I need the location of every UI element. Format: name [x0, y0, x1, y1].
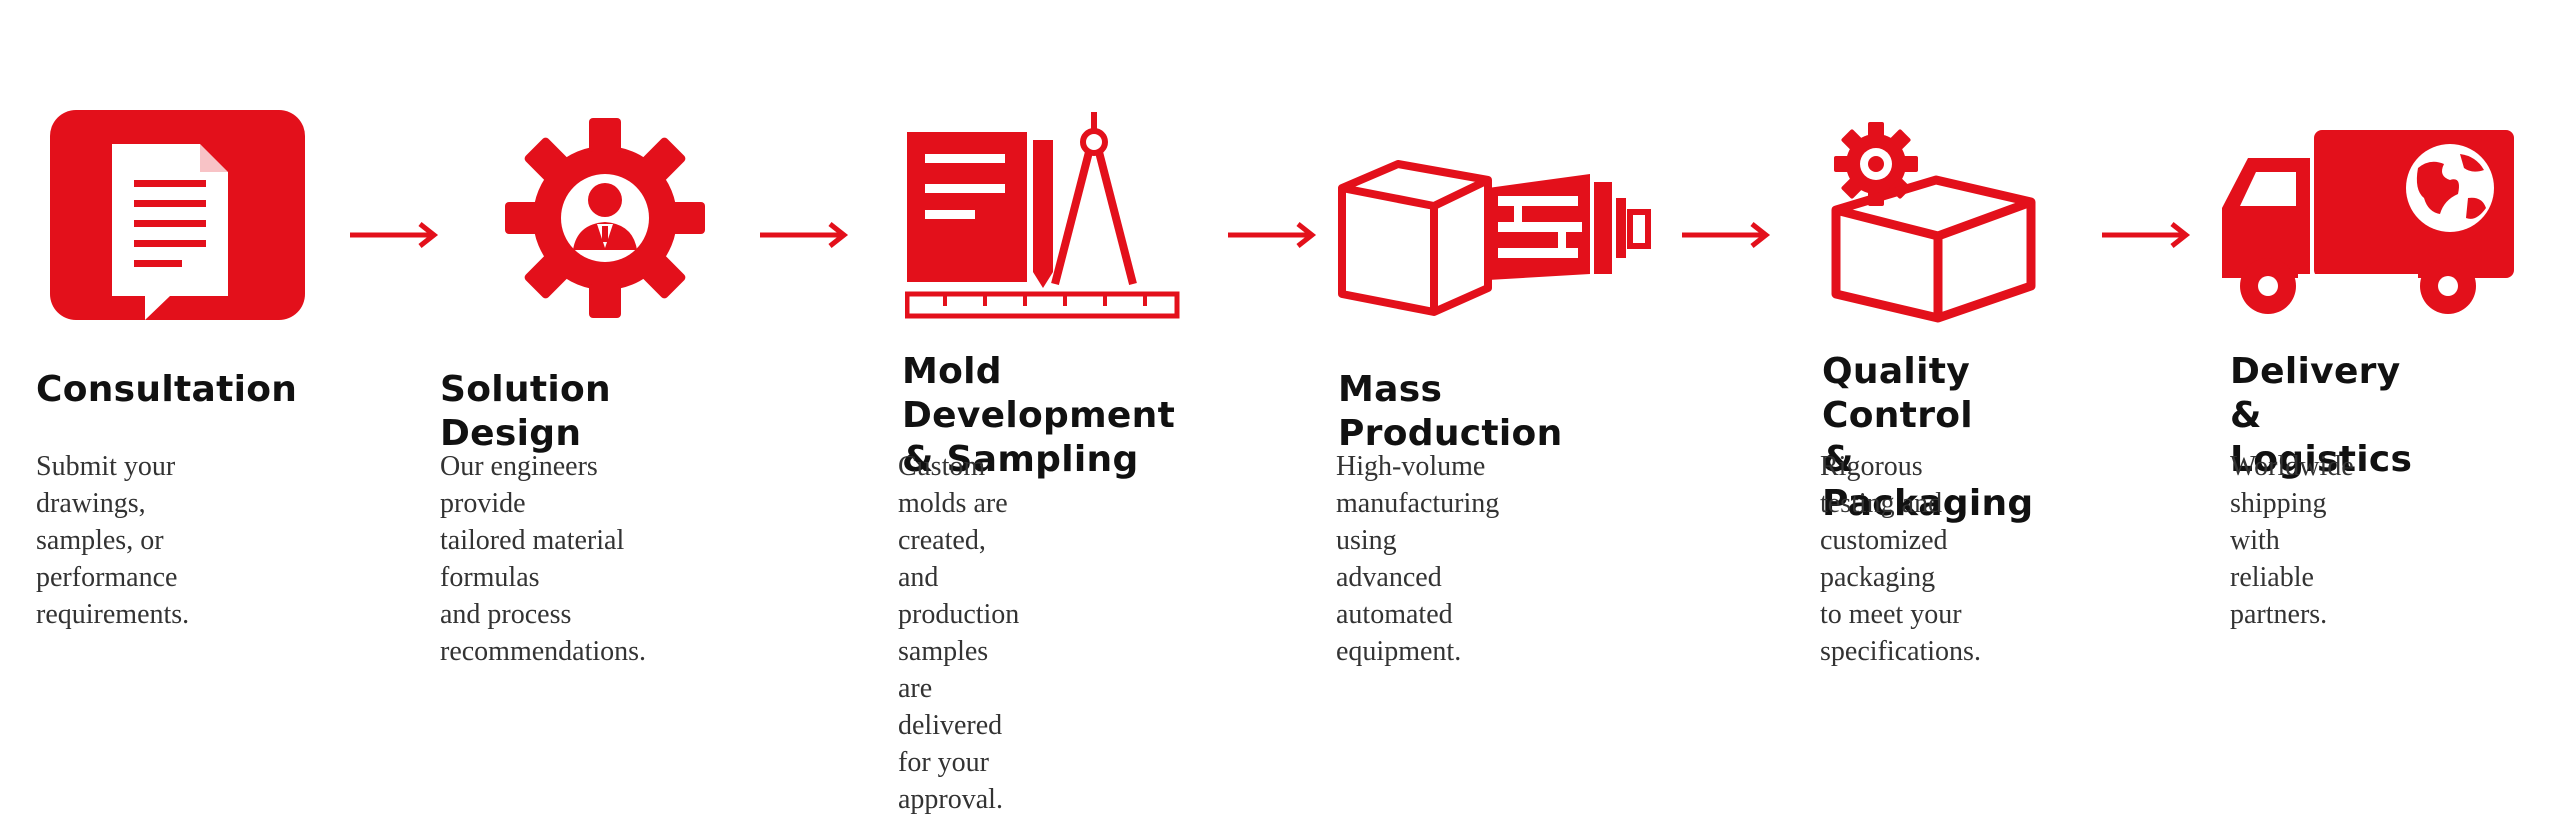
step-title: Mold Development & Sampling [902, 351, 1176, 480]
arrow-right-icon [1682, 222, 1772, 248]
blueprint-compass-icon [905, 112, 1185, 322]
step-title: Solution Design [440, 369, 611, 454]
step-description: Rigorous testing and customized packagin… [1820, 451, 1981, 667]
step-description: Worldwide shipping with reliable partner… [2230, 451, 2354, 630]
step-description: Custom molds are created, and production… [898, 451, 1020, 815]
step-title: Delivery & Logistics [2230, 351, 2413, 480]
step-title: Consultation [36, 369, 298, 410]
arrow-right-icon [1228, 222, 1318, 248]
step-description: Our engineers provide tailored material … [440, 451, 647, 667]
gear-engineer-icon [505, 118, 705, 318]
step-description: Submit your drawings, samples, or perfor… [36, 451, 190, 630]
step-title: Mass Production [1338, 369, 1563, 454]
arrow-right-icon [760, 222, 850, 248]
delivery-truck-icon [2218, 128, 2518, 318]
document-icon [50, 110, 305, 320]
arrow-right-icon [2102, 222, 2192, 248]
step-description: High-volume manufacturing using advanced… [1336, 451, 1500, 667]
box-gear-icon [1826, 118, 2046, 328]
step-title: Quality Control & Packaging [1822, 351, 2034, 524]
arrow-right-icon [350, 222, 440, 248]
production-machine-icon [1338, 158, 1658, 318]
